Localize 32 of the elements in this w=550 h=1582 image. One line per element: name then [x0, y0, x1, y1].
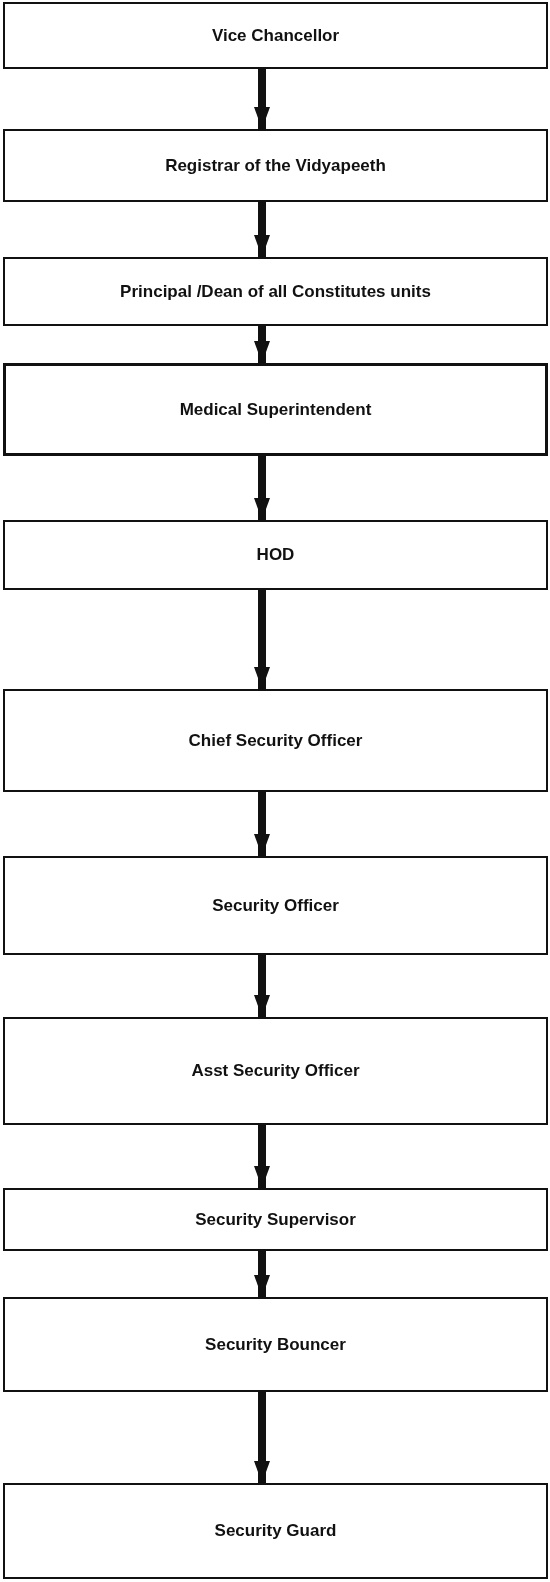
role-title: Principal /Dean of all Constitutes units [120, 281, 431, 302]
role-title: Registrar of the Vidyapeeth [165, 155, 386, 176]
position-box [3, 1188, 548, 1251]
position-box [3, 856, 548, 955]
arrow [254, 792, 270, 856]
position-box [3, 1297, 548, 1392]
role-title: Security Officer [212, 895, 339, 916]
position-box [3, 520, 548, 590]
arrow [254, 1392, 270, 1483]
position-box [3, 129, 548, 202]
role-title: Security Guard [214, 1521, 337, 1541]
arrow [254, 590, 270, 689]
position-box [3, 363, 548, 456]
position-box [3, 689, 548, 792]
role-title: Security Supervisor [195, 1209, 356, 1230]
arrow [254, 456, 270, 520]
arrow [254, 1125, 270, 1188]
arrow [254, 326, 270, 363]
role-title: HOD [256, 545, 295, 565]
position-box [3, 1483, 548, 1579]
role-title: Medical Superintendent [179, 399, 372, 420]
role-title: Asst Security Officer [191, 1061, 360, 1081]
position-box [3, 1017, 548, 1125]
arrow [254, 202, 270, 257]
position-box [3, 257, 548, 326]
role-title: Security Bouncer [205, 1334, 346, 1355]
arrow [254, 69, 270, 129]
role-title: Vice Chancellor [211, 25, 340, 46]
arrow [254, 955, 270, 1017]
position-box [3, 2, 548, 69]
arrow [254, 1251, 270, 1297]
role-title: Chief Security Officer [188, 730, 363, 751]
